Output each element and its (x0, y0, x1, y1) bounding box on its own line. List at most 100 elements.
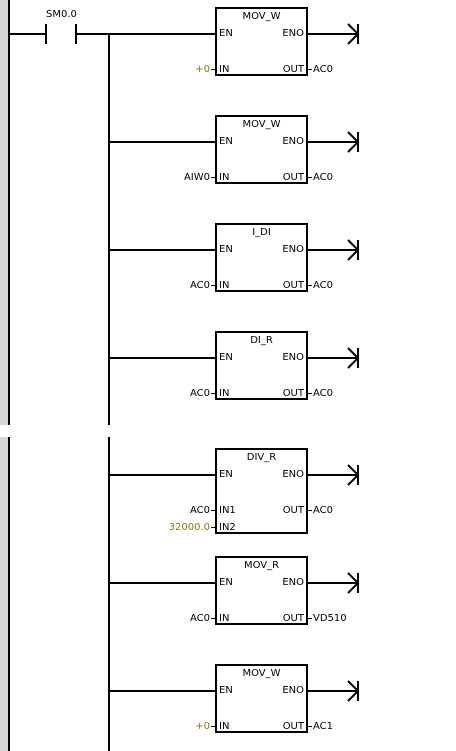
eno-wire (308, 690, 358, 692)
block-di-r[interactable] (215, 331, 308, 400)
pin-out: OUT (282, 388, 304, 399)
wire-to-block4 (108, 357, 216, 359)
out-connector (308, 510, 312, 511)
output-operand[interactable]: AC0 (313, 280, 334, 291)
input-operand[interactable]: AC0 (189, 613, 210, 624)
out-connector (308, 618, 312, 619)
block-mov-w-2[interactable] (215, 115, 308, 184)
out-connector (308, 177, 312, 178)
pin-eno: ENO (282, 136, 304, 147)
pin-en: EN (219, 28, 233, 39)
in-connector (211, 618, 215, 619)
block-div-r[interactable] (215, 448, 308, 534)
eno-wire (308, 474, 358, 476)
input2-operand[interactable]: 32000.0 (168, 522, 210, 533)
eno-wire (308, 249, 358, 251)
eno-arrow-icon (347, 131, 360, 153)
input-operand[interactable]: +0 (195, 64, 210, 75)
pin-eno: ENO (282, 469, 304, 480)
output-operand[interactable]: AC0 (313, 505, 334, 516)
block-mov-w-1[interactable] (215, 7, 308, 76)
block-title: MOV_R (243, 560, 280, 571)
wire-to-mov-r (108, 582, 216, 584)
out-connector (308, 393, 312, 394)
left-power-rail-1 (8, 0, 10, 425)
eno-arrow-icon (347, 23, 360, 45)
pin-eno: ENO (282, 352, 304, 363)
eno-arrow-icon (347, 347, 360, 369)
output-operand[interactable]: AC0 (313, 172, 334, 183)
out-connector (308, 726, 312, 727)
pin-in: IN (219, 388, 230, 399)
block-mov-w-3[interactable] (215, 664, 308, 733)
pin-eno: ENO (282, 244, 304, 255)
pin-en: EN (219, 136, 233, 147)
pin-en: EN (219, 685, 233, 696)
eno-wire (308, 33, 358, 35)
wire-to-div-r (108, 474, 216, 476)
pin-en: EN (219, 469, 233, 480)
pin-in: IN (219, 64, 230, 75)
pin-in1: IN1 (219, 505, 236, 516)
branch-bus-1 (108, 33, 110, 425)
pin-en: EN (219, 577, 233, 588)
in-connector (211, 726, 215, 727)
wire-to-block3 (108, 249, 216, 251)
input-operand[interactable]: AIW0 (183, 172, 210, 183)
pin-eno: ENO (282, 577, 304, 588)
contact-sm0-0[interactable] (44, 24, 80, 44)
block-title: MOV_W (242, 11, 281, 22)
eno-arrow-icon (347, 680, 360, 702)
output-operand[interactable]: AC0 (313, 64, 334, 75)
pin-out: OUT (282, 613, 304, 624)
eno-wire (308, 141, 358, 143)
block-title: I_DI (252, 227, 271, 238)
eno-arrow-icon (347, 239, 360, 261)
left-rail-shadow-2 (0, 437, 8, 751)
eno-wire (308, 357, 358, 359)
block-title: MOV_W (242, 119, 281, 130)
branch-bus-2 (108, 437, 110, 751)
input-operand[interactable]: AC0 (189, 388, 210, 399)
pin-in: IN (219, 172, 230, 183)
out-connector (308, 69, 312, 70)
in-connector (211, 285, 215, 286)
pin-in: IN (219, 613, 230, 624)
in-connector (211, 69, 215, 70)
input1-operand[interactable]: AC0 (189, 505, 210, 516)
pin-in: IN (219, 280, 230, 291)
pin-eno: ENO (282, 685, 304, 696)
pin-eno: ENO (282, 28, 304, 39)
block-title: DIV_R (246, 452, 277, 463)
pin-en: EN (219, 352, 233, 363)
pin-en: EN (219, 244, 233, 255)
eno-arrow-icon (347, 464, 360, 486)
pin-out: OUT (282, 280, 304, 291)
pin-in: IN (219, 721, 230, 732)
eno-wire (308, 582, 358, 584)
input-operand[interactable]: AC0 (189, 280, 210, 291)
input-operand[interactable]: +0 (195, 721, 210, 732)
pin-in2: IN2 (219, 522, 236, 533)
output-operand[interactable]: AC1 (313, 721, 334, 732)
wire-to-block2 (108, 141, 216, 143)
pin-out: OUT (282, 172, 304, 183)
output-operand[interactable]: VD510 (313, 613, 347, 624)
contact-label: SM0.0 (46, 9, 77, 20)
wire-rail-to-contact (10, 33, 46, 35)
out-connector (308, 285, 312, 286)
pin-out: OUT (282, 505, 304, 516)
left-rail-shadow-1 (0, 0, 8, 425)
block-title: DI_R (250, 335, 273, 346)
in-connector (211, 393, 215, 394)
wire-to-mov-w (108, 690, 216, 692)
block-i-di[interactable] (215, 223, 308, 292)
block-title: MOV_W (242, 668, 281, 679)
block-mov-r[interactable] (215, 556, 308, 625)
in1-connector (211, 510, 215, 511)
left-power-rail-2 (8, 437, 10, 751)
in-connector (211, 177, 215, 178)
pin-out: OUT (282, 64, 304, 75)
eno-arrow-icon (347, 572, 360, 594)
output-operand[interactable]: AC0 (313, 388, 334, 399)
